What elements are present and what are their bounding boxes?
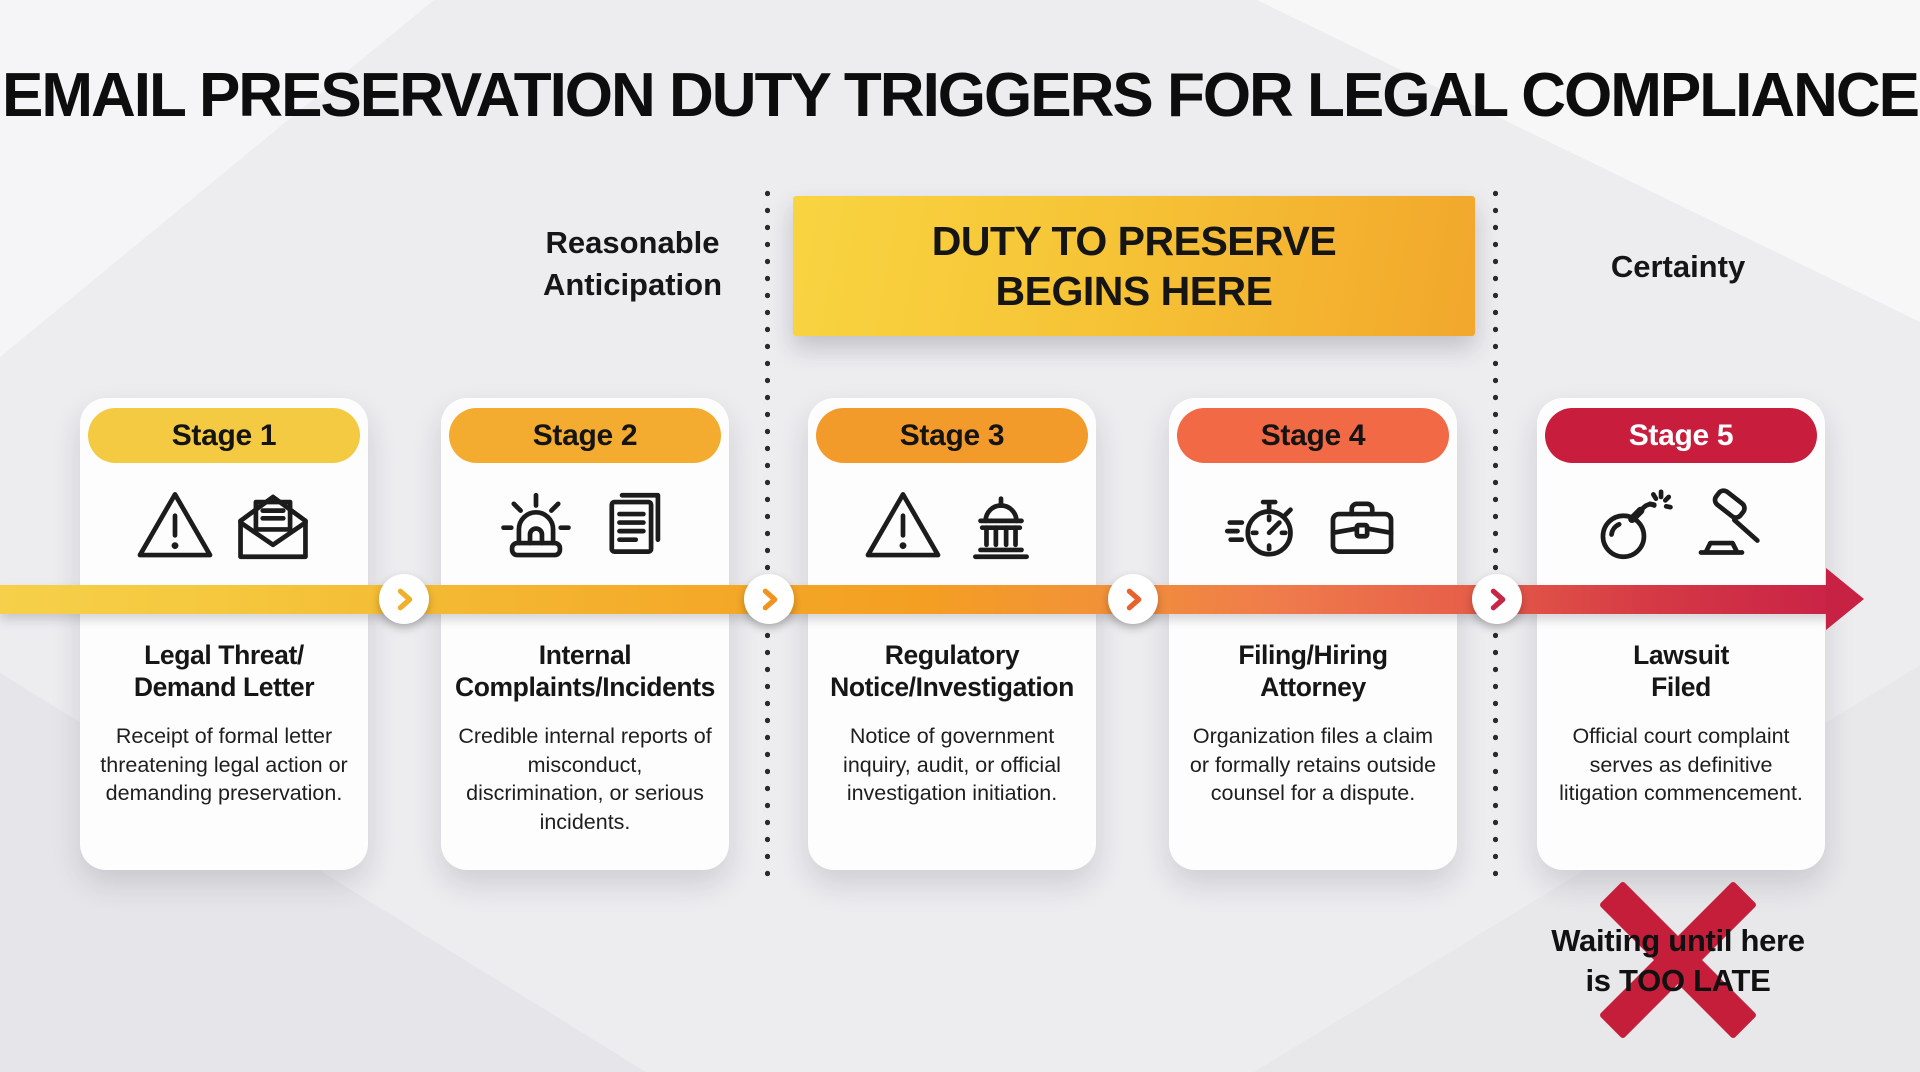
timeline-arrow-band — [0, 585, 1830, 614]
stage-title: Internal Complaints/Incidents — [441, 639, 729, 703]
chevron-right-icon — [762, 588, 777, 610]
stage-pill: Stage 4 — [1177, 408, 1449, 463]
phase-divider-left — [765, 185, 770, 877]
warning-text-line: Waiting until here — [1551, 923, 1805, 958]
stage-icons — [808, 483, 1096, 569]
stage-card-4: Stage 4 Filing/Hiring Attorney O — [1169, 398, 1457, 870]
stage-title-line: Regulatory — [884, 640, 1020, 670]
stage-title-line: Internal — [538, 640, 632, 670]
stage-card-3: Stage 3 Regulatory Notice/Investigation … — [808, 398, 1096, 870]
zone-label-line: Reasonable — [545, 225, 720, 260]
stage-description: Receipt of formal letter threatening leg… — [100, 724, 348, 805]
warning-triangle-icon — [137, 492, 213, 558]
stage-card-2: Stage 2 Internal Complaints/Incidents Cr… — [441, 398, 729, 870]
stage-description: Notice of government inquiry, audit, or … — [843, 724, 1061, 805]
stage-pill-label: Stage 2 — [532, 418, 638, 452]
gavel-icon — [1698, 488, 1760, 555]
stage-icons — [1537, 483, 1825, 569]
chevron-right-icon — [1490, 588, 1505, 610]
timeline-arrowhead — [1826, 568, 1864, 630]
stage-description: Official court complaint serves as defin… — [1559, 724, 1803, 805]
chevron-right-icon — [1126, 588, 1141, 610]
stage-description: Organization files a claim or formally r… — [1189, 724, 1437, 805]
siren-icon — [501, 492, 571, 558]
stage-pill-label: Stage 4 — [1260, 418, 1366, 452]
duty-to-preserve-banner: DUTY TO PRESERVE BEGINS HERE — [793, 196, 1475, 336]
stage-title: Regulatory Notice/Investigation — [808, 639, 1096, 703]
stage-icons — [80, 483, 368, 569]
stage-title-line: Filing/Hiring — [1238, 640, 1388, 670]
timeline-separator-1 — [379, 574, 429, 624]
stage-pill-label: Stage 5 — [1628, 418, 1734, 452]
stage-title-line: Complaints/Incidents — [455, 672, 715, 702]
stage-title: Lawsuit Filed — [1537, 639, 1825, 703]
too-late-warning: Waiting until here is TOO LATE — [1495, 880, 1861, 1060]
stage-pill: Stage 3 — [816, 408, 1088, 463]
banner-line: BEGINS HERE — [995, 268, 1274, 314]
stage-title: Legal Threat/ Demand Letter — [80, 639, 368, 703]
bomb-icon — [1600, 489, 1673, 560]
timeline-separator-3 — [1108, 574, 1158, 624]
timeline-separator-2 — [744, 574, 794, 624]
stage-pill-label: Stage 3 — [899, 418, 1005, 452]
phase-divider-right — [1493, 185, 1498, 877]
warning-text-line: is TOO LATE — [1585, 963, 1771, 998]
stage-title: Filing/Hiring Attorney — [1169, 639, 1457, 703]
stage-title-line: Attorney — [1260, 672, 1366, 702]
zone-label-certainty: Certainty — [1520, 246, 1836, 288]
stage-icons — [441, 483, 729, 569]
stage-title-line: Filed — [1651, 672, 1711, 702]
warning-triangle-icon — [865, 492, 941, 558]
stage-description: Credible internal reports of misconduct,… — [458, 724, 712, 834]
stage-icons — [1169, 483, 1457, 569]
stage-title-line: Lawsuit — [1633, 640, 1729, 670]
stage-title-line: Demand Letter — [133, 672, 315, 702]
zone-label-reasonable-anticipation: Reasonable Anticipation — [460, 222, 805, 306]
documents-icon — [609, 492, 661, 554]
stage-pill: Stage 1 — [88, 408, 360, 463]
zone-label-line: Anticipation — [542, 267, 723, 302]
briefcase-icon — [1330, 501, 1394, 554]
page-title: EMAIL PRESERVATION DUTY TRIGGERS FOR LEG… — [1, 61, 1920, 130]
banner-line: DUTY TO PRESERVE — [931, 218, 1337, 264]
stage-title-line: Notice/Investigation — [830, 672, 1074, 702]
stage-pill: Stage 5 — [1545, 408, 1817, 463]
timeline-separator-4 — [1472, 574, 1522, 624]
government-building-icon — [973, 496, 1029, 560]
stage-title-line: Legal Threat/ — [144, 640, 304, 670]
stage-card-1: Stage 1 Legal Threat/ Demand Letter Rece… — [80, 398, 368, 870]
open-envelope-icon — [238, 494, 308, 560]
warning-text: Waiting until here is TOO LATE — [1495, 921, 1861, 1001]
stage-pill-label: Stage 1 — [171, 418, 277, 452]
zone-label-line: Certainty — [1610, 249, 1746, 284]
stage-pill: Stage 2 — [449, 408, 721, 463]
stopwatch-icon — [1224, 499, 1293, 557]
chevron-right-icon — [397, 588, 412, 610]
stage-card-5: Stage 5 Lawsuit Filed Official c — [1537, 398, 1825, 870]
